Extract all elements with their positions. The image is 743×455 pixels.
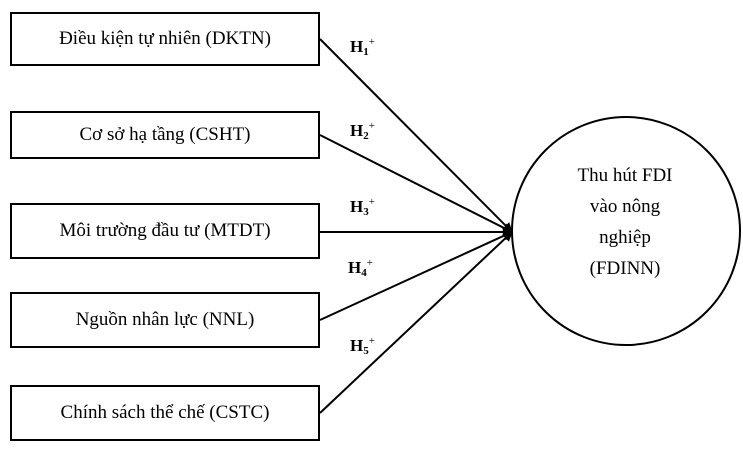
factor-label-nnl: Nguồn nhân lực (NNL) — [75, 309, 255, 330]
factor-box-cstc: Chính sách thể chế (CSTC) — [10, 385, 320, 441]
hypothesis-number: 4 — [361, 267, 367, 279]
hypothesis-sign: + — [368, 120, 375, 132]
outcome-line: Thu hút FDI — [577, 165, 673, 186]
arrow-h4 — [319, 231, 513, 321]
hypothesis-label-h2: H2+ — [347, 120, 378, 142]
factor-label-mtdt: Môi trường đầu tư (MTDT) — [59, 220, 271, 241]
outcome-line: vào nông — [589, 196, 661, 217]
hypothesis-sign: + — [368, 335, 375, 347]
factor-label-dktn: Điều kiện tự nhiên (DKTN) — [59, 28, 271, 49]
arrow-h2 — [319, 134, 513, 233]
factor-label-csht: Cơ sở hạ tầng (CSHT) — [79, 124, 251, 145]
arrow-h5 — [319, 231, 513, 414]
hypothesis-label-h1: H1+ — [347, 36, 378, 58]
outcome-line: (FDINN) — [589, 258, 661, 279]
hypothesis-letter: H — [350, 197, 364, 216]
factor-box-nnl: Nguồn nhân lực (NNL) — [10, 292, 320, 348]
arrow-h1 — [319, 38, 513, 233]
factor-box-dktn: Điều kiện tự nhiên (DKTN) — [10, 12, 320, 66]
factor-label-cstc: Chính sách thể chế (CSTC) — [60, 402, 270, 423]
hypothesis-sign: + — [366, 257, 373, 269]
hypothesis-sign: + — [368, 196, 375, 208]
hypothesis-label-h5: H5+ — [347, 335, 378, 357]
outcome-line: nghiệp — [599, 227, 651, 248]
hypothesis-number: 5 — [363, 345, 369, 357]
hypothesis-letter: H — [350, 37, 364, 56]
outcome-label: Thu hút FDI vào nông nghiệp (FDINN) — [540, 160, 710, 284]
hypothesis-letter: H — [348, 258, 362, 277]
hypothesis-number: 3 — [363, 206, 369, 218]
hypothesis-letter: H — [350, 336, 364, 355]
factor-box-csht: Cơ sở hạ tầng (CSHT) — [10, 111, 320, 159]
hypothesis-sign: + — [368, 36, 375, 48]
factor-box-mtdt: Môi trường đầu tư (MTDT) — [10, 203, 320, 259]
hypothesis-number: 2 — [363, 130, 369, 142]
hypothesis-letter: H — [350, 121, 364, 140]
hypothesis-label-h3: H3+ — [347, 196, 378, 218]
hypothesis-number: 1 — [363, 46, 369, 58]
hypothesis-label-h4: H4+ — [345, 257, 376, 279]
